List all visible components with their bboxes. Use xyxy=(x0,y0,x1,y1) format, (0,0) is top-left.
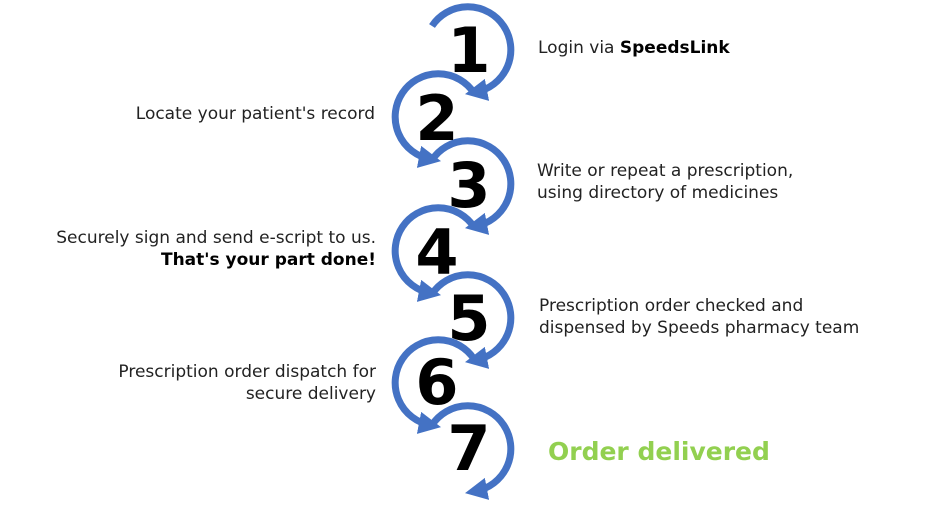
step-5-label: Prescription order checked and dispensed… xyxy=(539,295,859,339)
step-3-line-1: Write or repeat a prescription, xyxy=(537,161,794,181)
step-number-2: 2 xyxy=(415,82,459,155)
step-2-label: Locate your patient's record xyxy=(136,103,375,125)
step-5-line-1: Prescription order checked and xyxy=(539,296,804,316)
step-number-5: 5 xyxy=(447,282,491,355)
step-number-7: 7 xyxy=(447,412,491,485)
step-6-line-2: secure delivery xyxy=(245,384,376,404)
step-6-line-1: Prescription order dispatch for xyxy=(118,362,376,382)
step-1-label: Login via SpeedsLink xyxy=(538,37,730,59)
curved-arrow-4 xyxy=(391,204,477,302)
curved-arrow-2 xyxy=(391,70,477,168)
curved-arrow-1 xyxy=(429,3,515,101)
step-4-label: Securely sign and send e-script to us. T… xyxy=(56,227,376,271)
curved-arrow-5 xyxy=(429,271,515,369)
step-4-done-line: That's your part done! xyxy=(56,249,376,271)
curved-arrow-6 xyxy=(391,336,477,434)
step-5-line-2: dispensed by Speeds pharmacy team xyxy=(539,318,860,338)
step-number-6: 6 xyxy=(415,346,459,419)
step-3-line-2: using directory of medicines xyxy=(537,183,779,203)
step-3-label: Write or repeat a prescription, using di… xyxy=(537,160,793,204)
order-delivered-text: Order delivered xyxy=(548,437,770,466)
step-1-text: Login via xyxy=(538,38,620,58)
speedslink-brand: SpeedsLink xyxy=(619,38,730,58)
step-4-done-text: That's your part done! xyxy=(160,250,376,270)
step-6-label: Prescription order dispatch for secure d… xyxy=(118,361,376,405)
step-number-4: 4 xyxy=(415,216,459,289)
step-2-text: Locate your patient's record xyxy=(135,104,375,124)
curved-arrow-3 xyxy=(429,137,515,235)
step-4-line-1: Securely sign and send e-script to us. xyxy=(56,228,376,248)
curved-arrow-7 xyxy=(429,402,515,500)
step-number-3: 3 xyxy=(447,149,491,222)
step-number-1: 1 xyxy=(447,14,491,87)
